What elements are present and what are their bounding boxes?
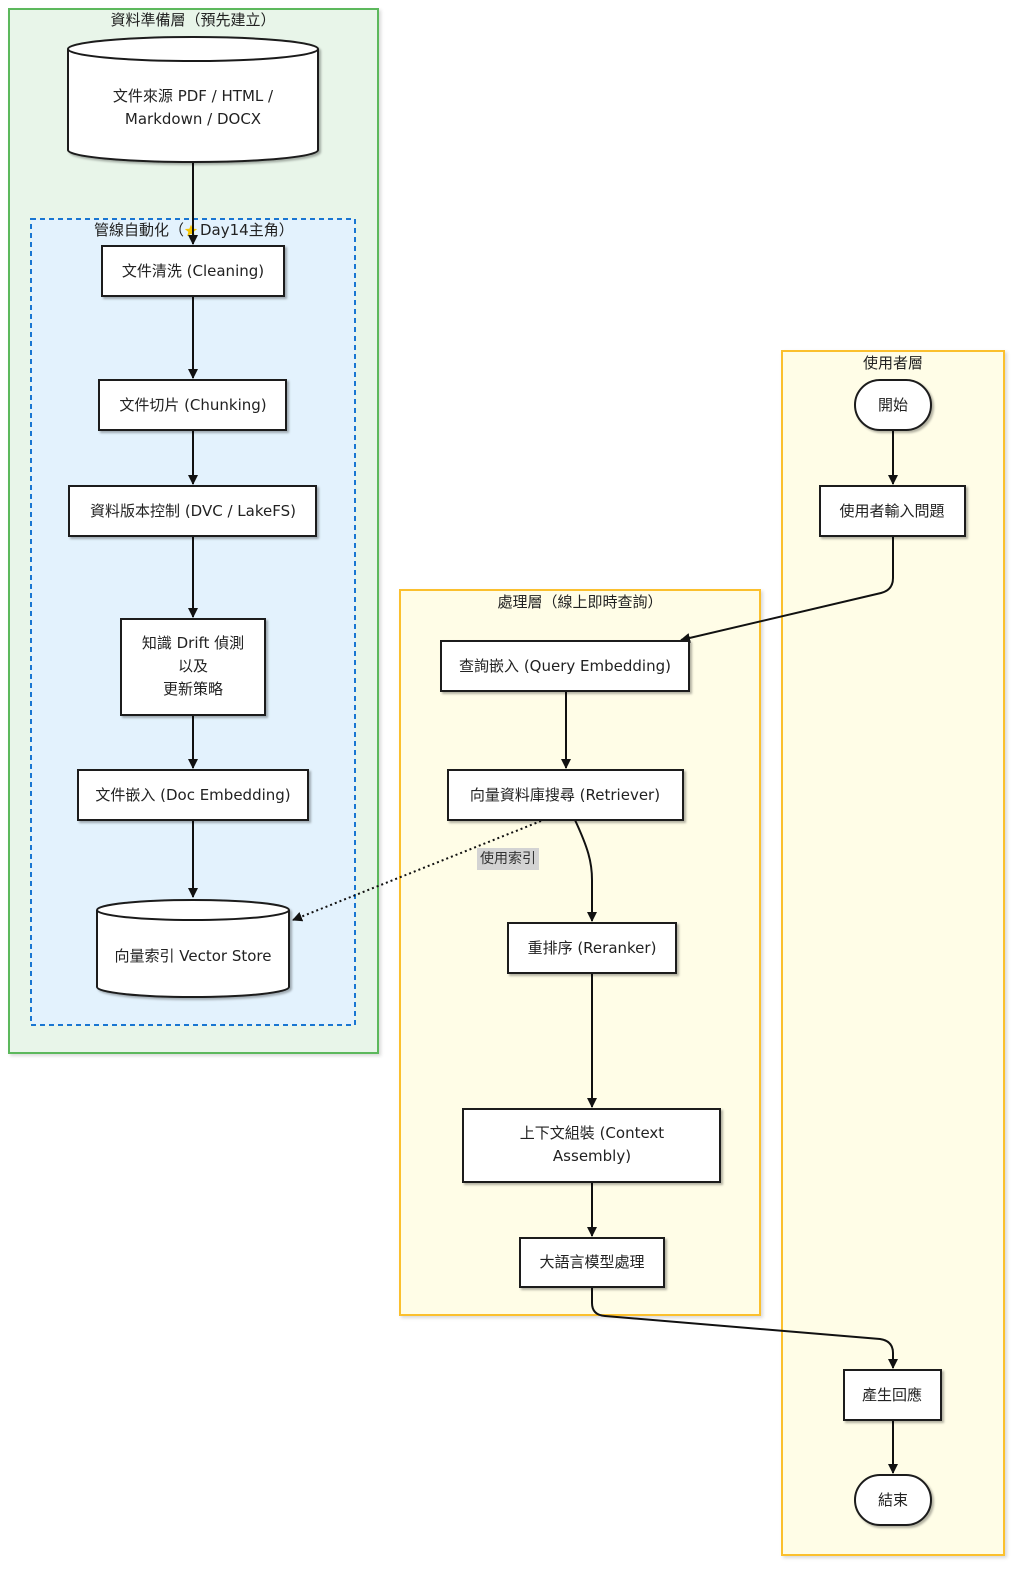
star-icon xyxy=(184,224,198,237)
node-llm-box xyxy=(519,1237,665,1288)
node-end-label: 結束 xyxy=(878,1491,908,1509)
node-context-assembly-line-1: 上下文組裝 (Context xyxy=(520,1124,665,1142)
node-retriever-label: 向量資料庫搜尋 (Retriever) xyxy=(470,786,660,804)
node-doc-source-rim xyxy=(67,48,319,62)
node-llm: 大語言模型處理 xyxy=(519,1237,665,1288)
node-doc-embedding-label: 文件嵌入 (Doc Embedding) xyxy=(95,786,290,804)
node-chunking: 文件切片 (Chunking) xyxy=(98,379,287,431)
node-doc-embedding: 文件嵌入 (Doc Embedding) xyxy=(77,769,309,821)
node-cleaning-box xyxy=(101,245,285,297)
node-versioning-label: 資料版本控制 (DVC / LakeFS) xyxy=(90,502,296,520)
edges: 使用索引 xyxy=(188,162,898,1474)
node-drift-box xyxy=(120,618,266,716)
node-doc-source-cylinder xyxy=(67,36,319,163)
node-reranker-label: 重排序 (Reranker) xyxy=(528,939,657,957)
node-chunking-label: 文件切片 (Chunking) xyxy=(119,396,266,414)
node-context-assembly: 上下文組裝 (Context Assembly) xyxy=(462,1108,721,1183)
node-vector-store-label: 向量索引 Vector Store xyxy=(115,947,272,965)
subgraph-pipeline-title-suffix: Day14主角） xyxy=(200,221,294,239)
nodes: 文件來源 PDF / HTML / Markdown / DOCX 文件清洗 (… xyxy=(67,36,966,1526)
node-doc-source: 文件來源 PDF / HTML / Markdown / DOCX xyxy=(67,36,319,163)
node-reranker-box xyxy=(507,922,677,974)
node-vector-store: 向量索引 Vector Store xyxy=(96,899,290,998)
edge-retriever-to-reranker xyxy=(574,819,597,922)
node-cleaning-label: 文件清洗 (Cleaning) xyxy=(122,262,264,280)
node-chunking-box xyxy=(98,379,287,431)
node-drift: 知識 Drift 偵測 以及 更新策略 xyxy=(120,618,266,716)
node-doc-source-line-1: 文件來源 PDF / HTML / xyxy=(113,87,274,105)
node-retriever: 向量資料庫搜尋 (Retriever) xyxy=(447,769,684,821)
edge-label-use-index: 使用索引 xyxy=(477,848,539,870)
node-drift-line-2: 以及 xyxy=(178,657,208,675)
node-start: 開始 xyxy=(854,379,932,431)
edge-user-question-to-query-embedding xyxy=(680,536,894,643)
edge-llm-to-response xyxy=(591,1287,898,1369)
node-doc-embedding-box xyxy=(77,769,309,821)
node-llm-label: 大語言模型處理 xyxy=(539,1253,644,1271)
node-response: 產生回應 xyxy=(843,1369,942,1421)
node-response-box xyxy=(843,1369,942,1421)
node-doc-source-line-2: Markdown / DOCX xyxy=(125,110,261,128)
node-user-question: 使用者輸入問題 xyxy=(819,485,966,537)
node-end-stadium xyxy=(854,1474,932,1526)
subgraph-data-prep-title: 資料準備層（預先建立） xyxy=(110,11,275,29)
edge-label-text: 使用索引 xyxy=(480,850,536,867)
node-query-embedding-box xyxy=(440,640,690,692)
node-user-question-label: 使用者輸入問題 xyxy=(839,502,944,520)
node-cleaning: 文件清洗 (Cleaning) xyxy=(101,245,285,297)
subgraph-pipeline-title-prefix: 管線自動化（ xyxy=(94,221,184,239)
node-retriever-box xyxy=(447,769,684,821)
node-versioning-box xyxy=(68,485,317,537)
node-start-stadium xyxy=(854,379,932,431)
node-query-embedding: 查詢嵌入 (Query Embedding) xyxy=(440,640,690,692)
node-vector-store-rim xyxy=(96,909,290,921)
node-drift-line-3: 更新策略 xyxy=(163,680,223,698)
node-context-assembly-box xyxy=(462,1108,721,1183)
node-query-embedding-label: 查詢嵌入 (Query Embedding) xyxy=(459,657,671,675)
node-end: 結束 xyxy=(854,1474,932,1526)
node-user-question-box xyxy=(819,485,966,537)
node-reranker: 重排序 (Reranker) xyxy=(507,922,677,974)
node-versioning: 資料版本控制 (DVC / LakeFS) xyxy=(68,485,317,537)
edge-label-background xyxy=(477,848,539,870)
node-vector-store-cylinder xyxy=(96,899,290,998)
subgraph-processing-title: 處理層（線上即時查詢） xyxy=(497,593,662,611)
node-drift-line-1: 知識 Drift 偵測 xyxy=(142,634,244,652)
node-context-assembly-line-2: Assembly) xyxy=(553,1147,631,1165)
node-response-label: 產生回應 xyxy=(862,1386,922,1404)
node-start-label: 開始 xyxy=(878,396,908,414)
subgraph-user-title: 使用者層 xyxy=(863,354,923,372)
